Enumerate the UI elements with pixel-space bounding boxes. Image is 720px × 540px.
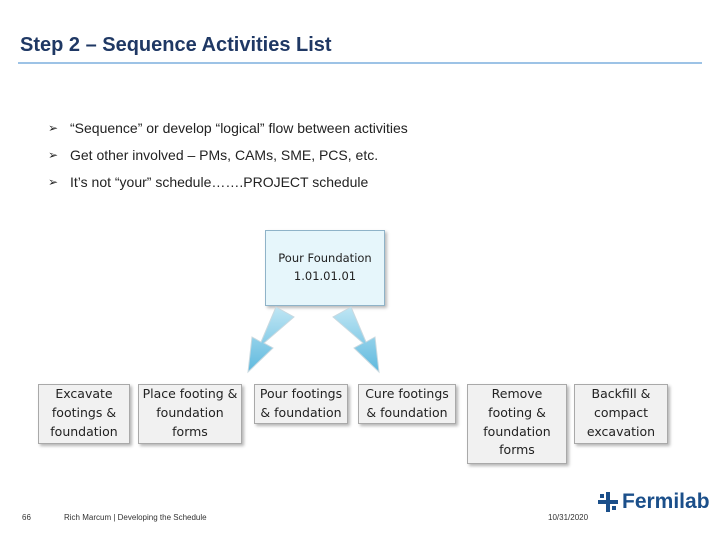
activity-pour: Pour footings & foundation — [254, 384, 348, 424]
bullet-list: ➢ “Sequence” or develop “logical” flow b… — [48, 114, 408, 195]
arrow-bullet-icon: ➢ — [48, 174, 59, 189]
title-divider — [18, 62, 702, 64]
logo-text: Fermilab — [622, 490, 710, 513]
bullet-text: It’s not “your” schedule…….PROJECT sched… — [70, 173, 369, 190]
activity-remove-forms: Remove footing & foundation forms — [467, 384, 567, 464]
bullet-item: ➢ Get other involved – PMs, CAMs, SME, P… — [48, 141, 408, 168]
left-arrow-icon — [247, 306, 295, 374]
bullet-item: ➢ It’s not “your” schedule…….PROJECT sch… — [48, 168, 408, 195]
arrow-bullet-icon: ➢ — [48, 147, 59, 162]
slide-title: Step 2 – Sequence Activities List — [20, 34, 332, 56]
top-box-wbs-number: 1.01.01.01 — [293, 269, 357, 283]
arrow-bullet-icon: ➢ — [48, 120, 59, 135]
activity-cure: Cure footings & foundation — [358, 384, 456, 424]
bullet-text: Get other involved – PMs, CAMs, SME, PCS… — [70, 146, 379, 163]
fermilab-logo-icon — [598, 492, 618, 512]
bullet-item: ➢ “Sequence” or develop “logical” flow b… — [48, 114, 408, 141]
right-arrow-icon — [332, 306, 380, 374]
pour-foundation-box: Pour Foundation 1.01.01.01 — [265, 230, 385, 306]
activity-place-forms: Place footing & foundation forms — [138, 384, 242, 444]
footer-author: Rich Marcum | Developing the Schedule — [64, 513, 207, 522]
activity-backfill: Backfill & compact excavation — [574, 384, 668, 444]
bullet-text: “Sequence” or develop “logical” flow bet… — [70, 119, 408, 136]
footer-date: 10/31/2020 — [548, 513, 589, 522]
page-number: 66 — [22, 513, 31, 522]
top-box-title: Pour Foundation — [278, 251, 372, 266]
fermilab-logo: Fermilab — [598, 490, 710, 514]
activity-excavate: Excavate footings & foundation — [38, 384, 130, 444]
